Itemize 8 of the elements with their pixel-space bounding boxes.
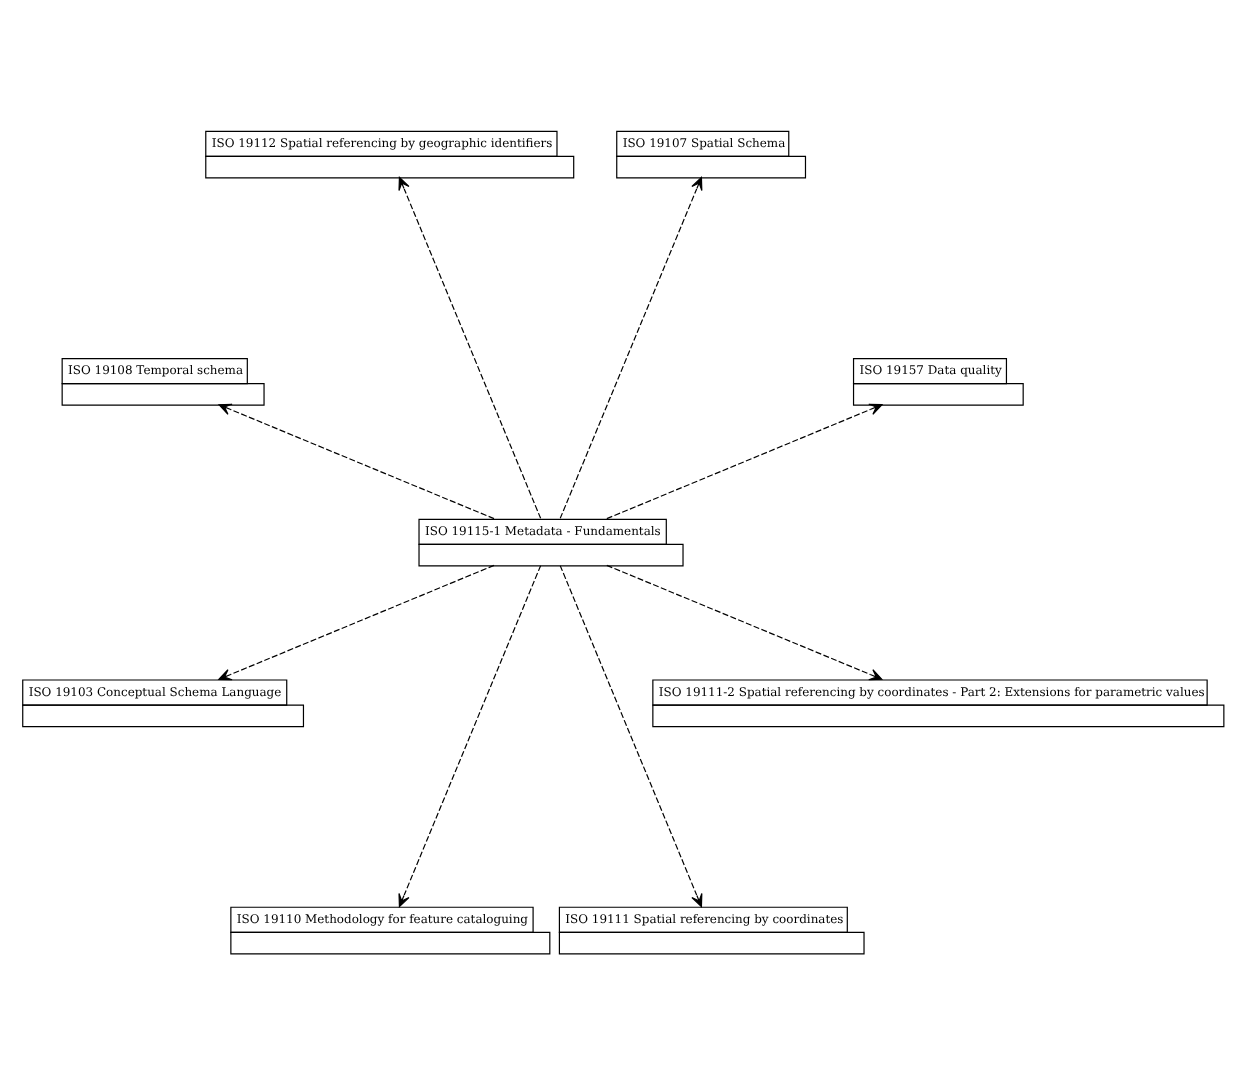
arrow	[606, 403, 883, 520]
arrow	[218, 564, 495, 681]
arrow	[398, 176, 542, 519]
arrow	[559, 565, 703, 908]
arrow	[606, 564, 883, 681]
arrow	[398, 565, 542, 908]
arrow	[559, 176, 703, 519]
arrow	[218, 403, 495, 520]
